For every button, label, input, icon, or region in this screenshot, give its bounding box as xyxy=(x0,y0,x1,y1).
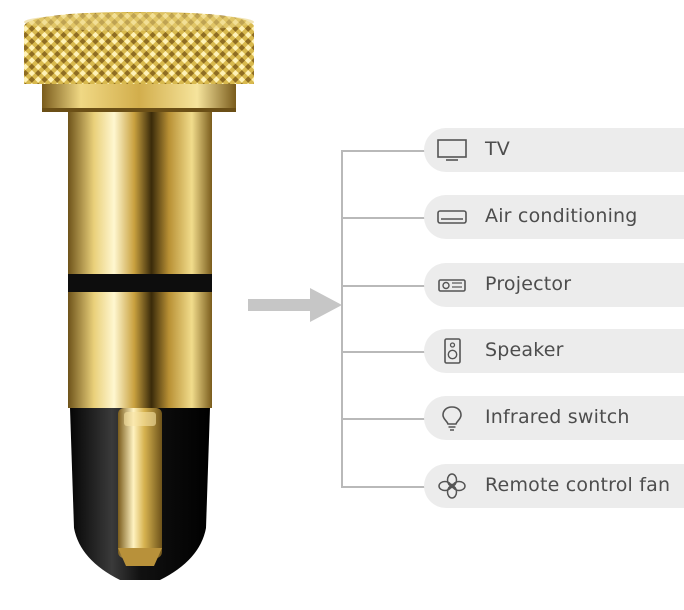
bracket-connector xyxy=(341,217,425,219)
lightbulb-icon xyxy=(436,404,468,432)
device-label: Projector xyxy=(485,273,572,295)
device-label: Speaker xyxy=(485,339,564,361)
device-item-air-conditioning: Air conditioning xyxy=(424,195,684,239)
bracket-connector xyxy=(341,486,425,488)
device-item-speaker: Speaker xyxy=(424,329,684,373)
bracket-vertical-line xyxy=(341,150,343,488)
device-item-tv: TV xyxy=(424,128,684,172)
device-item-remote-control-fan: Remote control fan xyxy=(424,464,684,508)
bracket-connector xyxy=(341,351,425,353)
bracket-connector xyxy=(341,285,425,287)
tv-icon xyxy=(436,136,468,164)
device-label: Air conditioning xyxy=(485,205,638,227)
device-item-infrared-switch: Infrared switch xyxy=(424,396,684,440)
arrow-right-icon xyxy=(248,288,342,322)
fan-icon xyxy=(436,472,468,500)
device-label: TV xyxy=(485,138,511,160)
projector-icon xyxy=(436,271,468,299)
air-conditioner-icon xyxy=(436,203,468,231)
device-label: Remote control fan xyxy=(485,474,671,496)
device-label: Infrared switch xyxy=(485,406,630,428)
device-item-projector: Projector xyxy=(424,263,684,307)
bracket-connector xyxy=(341,150,425,152)
ir-adapter-plug-image xyxy=(24,12,254,580)
speaker-icon xyxy=(436,337,468,365)
bracket-connector xyxy=(341,418,425,420)
